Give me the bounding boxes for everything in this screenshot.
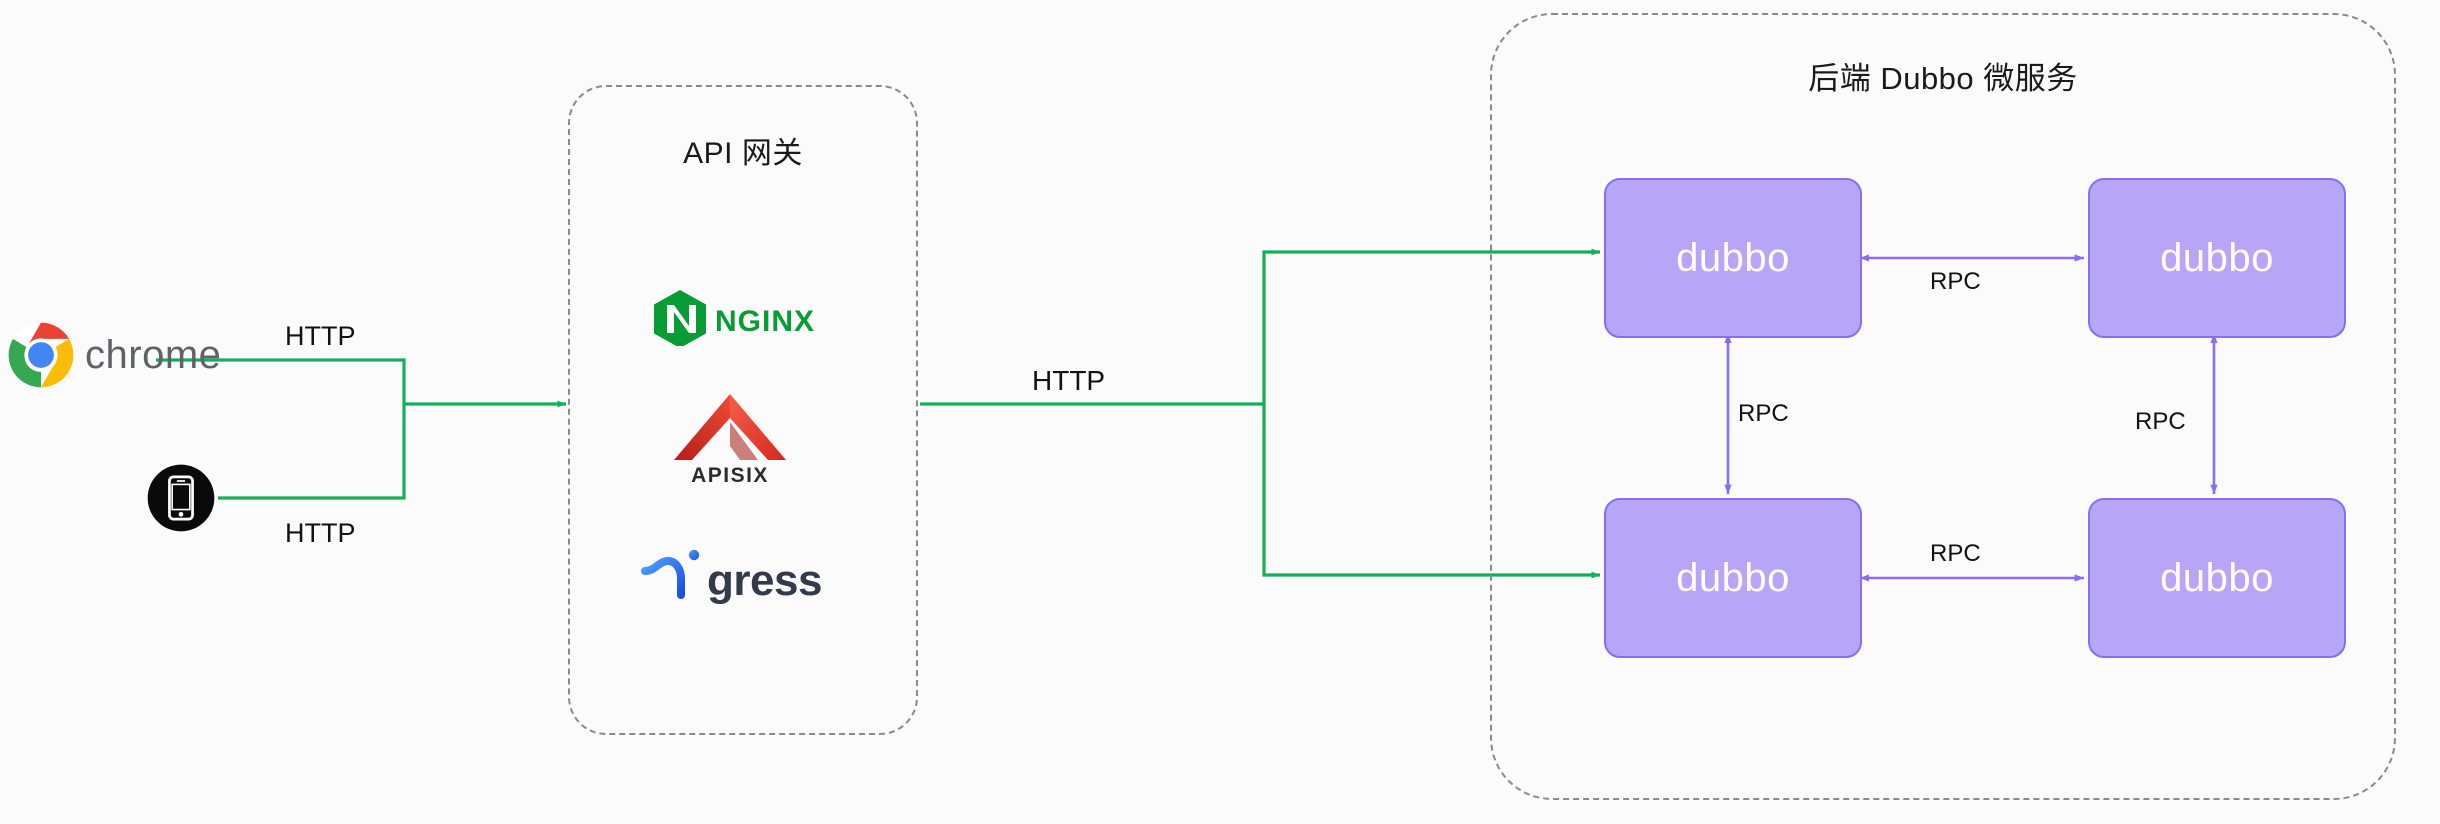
svg-text:gress: gress (707, 556, 822, 605)
dubbo-node[interactable]: dubbo (1604, 498, 1862, 658)
backend-dubbo-group (1490, 13, 2396, 800)
svg-text:NGINX: NGINX (715, 305, 815, 338)
svg-text:APISIX: APISIX (691, 464, 769, 485)
backend-group-title: 后端 Dubbo 微服务 (1808, 61, 2078, 96)
edge-label-http-chrome: HTTP (285, 321, 356, 351)
edge-label-rpc-top: RPC (1930, 268, 1981, 295)
edge-label-http-mobile: HTTP (285, 518, 356, 548)
higress-logo-icon: gress (637, 545, 835, 607)
edge-label-rpc-left: RPC (1738, 400, 1789, 427)
edge-label-rpc-bottom: RPC (1930, 540, 1981, 567)
dubbo-node[interactable]: dubbo (2088, 178, 2346, 338)
edge-label-rpc-right: RPC (2135, 408, 2186, 435)
dubbo-node-label: dubbo (2160, 235, 2274, 280)
chrome-wordmark: chrome (85, 332, 222, 377)
dubbo-node-label: dubbo (2160, 555, 2274, 600)
api-gateway-group (568, 85, 918, 735)
dubbo-node[interactable]: dubbo (2088, 498, 2346, 658)
client-mobile (147, 464, 215, 537)
mobile-phone-icon (147, 464, 215, 536)
dubbo-node[interactable]: dubbo (1604, 178, 1862, 338)
edge-mobile-to-gateway (218, 404, 406, 500)
chrome-logo-icon (8, 322, 74, 388)
dubbo-node-label: dubbo (1676, 555, 1790, 600)
nginx-logo-icon: NGINX (650, 288, 830, 348)
edge-label-http-gateway: HTTP (1032, 365, 1106, 396)
dubbo-node-label: dubbo (1676, 235, 1790, 280)
api-gateway-title: API 网关 (683, 137, 803, 170)
apisix-logo-icon: APISIX (662, 390, 798, 487)
client-chrome: chrome (8, 322, 221, 388)
